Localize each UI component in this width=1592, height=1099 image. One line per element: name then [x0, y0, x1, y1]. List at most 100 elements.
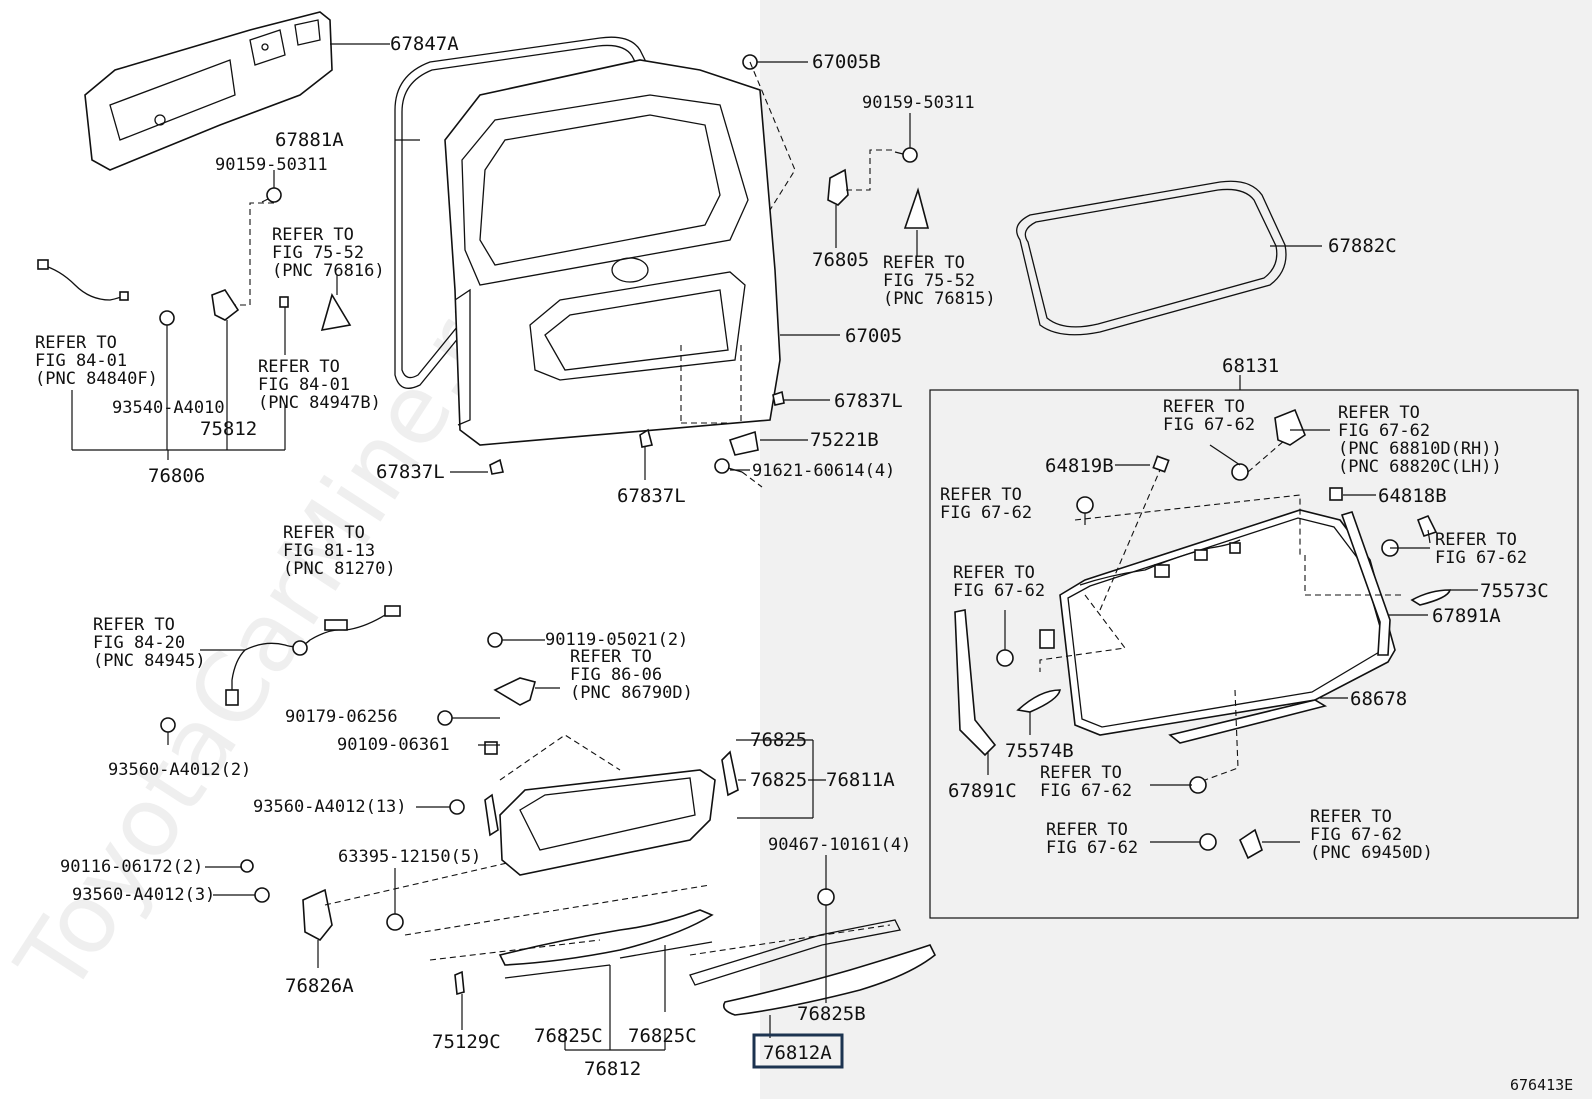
part-label: 90159-50311: [862, 93, 975, 113]
svg-text:REFER TO: REFER TO: [283, 523, 365, 543]
highlighted-part-label: 76812A: [763, 1042, 832, 1064]
svg-text:REFER TO: REFER TO: [1310, 807, 1392, 827]
svg-text:(PNC 68810D(RH)): (PNC 68810D(RH)): [1338, 439, 1502, 459]
garnish-76811A-drawing: [484, 750, 739, 876]
refer-note: REFER TO FIG 84-20 (PNC 84945): [93, 615, 206, 671]
kit-68131-box: [929, 389, 1579, 919]
part-label: 90116-06172(2): [60, 857, 203, 877]
part-label: 76825C: [628, 1025, 697, 1047]
svg-text:(PNC 84947B): (PNC 84947B): [258, 393, 381, 413]
svg-text:REFER TO: REFER TO: [1163, 397, 1245, 417]
svg-text:REFER TO: REFER TO: [1435, 530, 1517, 550]
svg-text:FIG 67-62: FIG 67-62: [1338, 421, 1430, 441]
moulding-67891A-drawing: [1340, 511, 1391, 656]
part-label: 93540-A4010: [112, 398, 225, 418]
part-label: 67837L: [617, 485, 686, 507]
shaded-region: [760, 0, 1592, 1099]
svg-text:REFER TO: REFER TO: [940, 485, 1022, 505]
part-label: 75129C: [432, 1031, 501, 1053]
svg-text:(PNC 86790D): (PNC 86790D): [570, 683, 693, 703]
part-label: 75812: [200, 418, 257, 440]
part-label: 76825: [750, 729, 807, 751]
svg-text:REFER TO: REFER TO: [1046, 820, 1128, 840]
svg-text:(PNC 68820C(LH)): (PNC 68820C(LH)): [1338, 457, 1502, 477]
svg-text:REFER TO: REFER TO: [953, 563, 1035, 583]
part-label: 68131: [1222, 355, 1279, 377]
part-label: 67882C: [1328, 235, 1397, 257]
svg-text:(PNC 84840F): (PNC 84840F): [35, 369, 158, 389]
refer-note: REFER TO FIG 81-13 (PNC 81270): [283, 523, 396, 579]
part-label: 91621-60614(4): [752, 461, 895, 481]
refer-note: REFER TO FIG 67-62 (PNC 69450D): [1310, 807, 1433, 863]
part-label: 76812: [584, 1058, 641, 1080]
part-label: 75574B: [1005, 740, 1074, 762]
part-label: 90159-50311: [215, 155, 328, 175]
svg-text:REFER TO: REFER TO: [1040, 763, 1122, 783]
svg-text:REFER TO: REFER TO: [35, 333, 117, 353]
svg-text:FIG 67-62: FIG 67-62: [1435, 548, 1527, 568]
svg-text:REFER TO: REFER TO: [883, 253, 965, 273]
lower-garnish-drawing: [454, 909, 714, 996]
part-label: 76811A: [826, 769, 895, 791]
glass-weatherstrip-drawing: [1016, 180, 1287, 336]
bracket-76805-drawing: [827, 168, 849, 206]
garnish-68678-drawing: [1168, 699, 1328, 744]
part-label: 76825C: [534, 1025, 603, 1047]
svg-text:FIG 84-20: FIG 84-20: [93, 633, 185, 653]
svg-text:FIG 67-62: FIG 67-62: [1310, 825, 1402, 845]
part-label: 76806: [148, 465, 205, 487]
svg-text:FIG 75-52: FIG 75-52: [272, 243, 364, 263]
part-label: 64818B: [1378, 485, 1447, 507]
emblem-drawing: [903, 187, 930, 229]
part-label: 75221B: [810, 429, 879, 451]
refer-note: REFER TO FIG 67-62: [1435, 530, 1527, 568]
svg-text:(PNC 76815): (PNC 76815): [883, 289, 996, 309]
svg-text:(PNC 84945): (PNC 84945): [93, 651, 206, 671]
insulator-pad-drawing: [84, 11, 333, 171]
refer-notes: REFER TO FIG 75-52 (PNC 76816) REFER TO …: [35, 225, 1527, 863]
highlight-box: [752, 1033, 844, 1069]
harness-81270-drawing: [225, 605, 401, 706]
svg-text:FIG 67-62: FIG 67-62: [1046, 838, 1138, 858]
bracket-76826A-drawing: [302, 888, 333, 942]
part-label: 90109-06361: [337, 735, 450, 755]
part-label: 67005: [845, 325, 902, 347]
part-label: 90467-10161(4): [768, 835, 911, 855]
part-label: 67891C: [948, 780, 1017, 802]
weatherstrip-67881A-drawing: [394, 36, 661, 389]
part-label: 93560-A4012(2): [108, 760, 251, 780]
diagram-code: 676413E: [1510, 1076, 1573, 1094]
screw-90159-left-drawing: [261, 187, 282, 203]
refer-note: REFER TO FIG 67-62: [1040, 763, 1132, 801]
refer-note: REFER TO FIG 67-62 (PNC 68810D(RH)) (PNC…: [1338, 403, 1502, 477]
part-label: 67837L: [834, 390, 903, 412]
refer-note: REFER TO FIG 67-62: [1046, 820, 1138, 858]
part-label: 90179-06256: [285, 707, 398, 727]
svg-text:FIG 75-52: FIG 75-52: [883, 271, 975, 291]
svg-text:REFER TO: REFER TO: [93, 615, 175, 635]
part-label: 67005B: [812, 51, 881, 73]
svg-text:FIG 84-01: FIG 84-01: [258, 375, 350, 395]
spoiler-76812A-drawing: [689, 888, 937, 1016]
refer-note: REFER TO FIG 84-01 (PNC 84947B): [258, 357, 381, 413]
part-label: 93560-A4012(3): [72, 885, 215, 905]
part-label: 75573C: [1480, 580, 1549, 602]
part-label: 67891A: [1432, 605, 1501, 627]
svg-text:(PNC 69450D): (PNC 69450D): [1310, 843, 1433, 863]
refer-note: REFER TO FIG 75-52 (PNC 76816): [272, 225, 385, 281]
svg-text:(PNC 76816): (PNC 76816): [272, 261, 385, 281]
moulding-67891C-drawing: [954, 609, 997, 757]
part-label: 76826A: [285, 975, 354, 997]
part-label: 63395-12150(5): [338, 847, 481, 867]
part-label: 64819B: [1045, 455, 1114, 477]
wire-harness-76806-drawing: [37, 259, 129, 301]
svg-text:REFER TO: REFER TO: [1338, 403, 1420, 423]
svg-text:FIG 81-13: FIG 81-13: [283, 541, 375, 561]
svg-text:FIG 67-62: FIG 67-62: [940, 503, 1032, 523]
refer-note: REFER TO FIG 84-01 (PNC 84840F): [35, 333, 158, 389]
svg-text:FIG 86-06: FIG 86-06: [570, 665, 662, 685]
screw-90159-right-drawing: [894, 147, 918, 163]
back-door-panel-drawing: [444, 59, 781, 446]
